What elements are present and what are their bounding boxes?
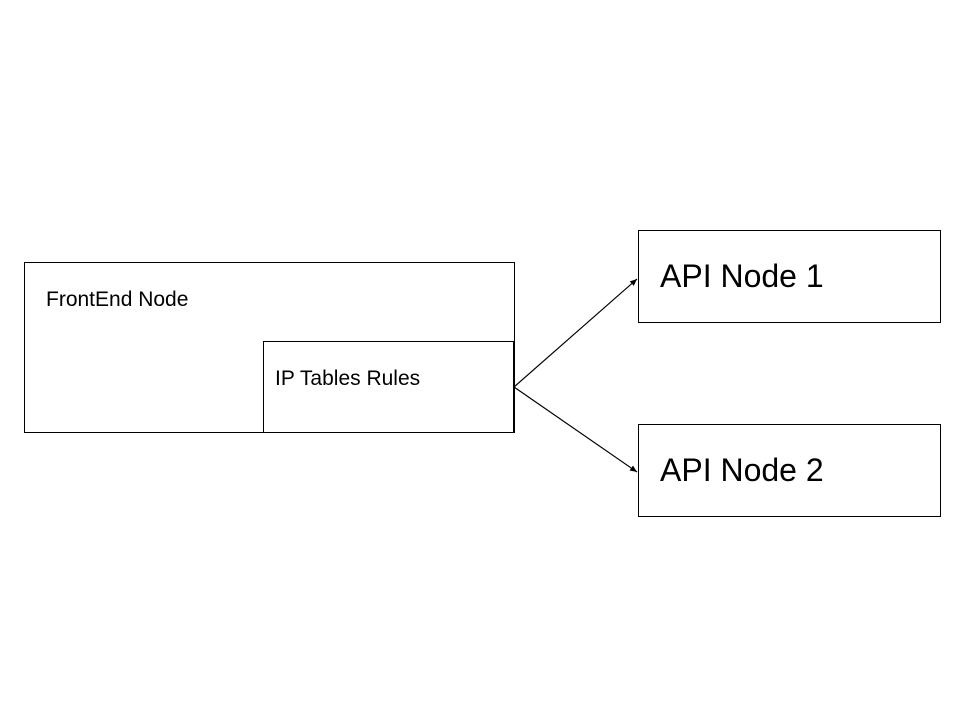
iptables-rules-label: IP Tables Rules [275,367,421,390]
api-node-1-box: API Node 1 [638,230,941,323]
frontend-node-label: FrontEnd Node [46,288,189,311]
api-node-1-label: API Node 1 [660,258,824,294]
api-node-2-box: API Node 2 [638,424,941,517]
api-node-2-label: API Node 2 [660,452,824,488]
arrow-to-api-node-2 [513,386,638,473]
arrow-to-api-node-1 [513,278,638,388]
iptables-rules-box: IP Tables Rules [263,341,514,433]
